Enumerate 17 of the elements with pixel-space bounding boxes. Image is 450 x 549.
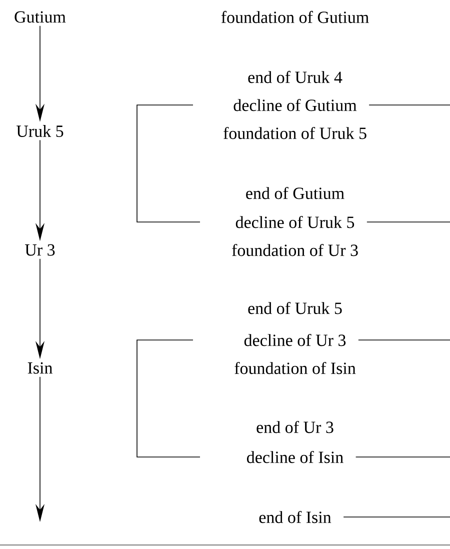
event-text: end of Gutium <box>246 186 344 200</box>
event-text: end of Ur 3 <box>256 420 334 434</box>
period-name: Ur 3 <box>25 244 55 256</box>
event-text: foundation of Gutium <box>221 10 369 24</box>
event-text: decline of Ur 3 <box>244 334 346 346</box>
event-text: end of Uruk 4 <box>248 70 342 84</box>
event-text: end of Isin <box>259 510 332 524</box>
period-name: Uruk 5 <box>16 125 64 137</box>
event-text: end of Uruk 5 <box>248 302 342 314</box>
event-text: foundation of Isin <box>234 362 356 374</box>
period-name: Gutium <box>14 11 66 23</box>
event-text: decline of Gutium <box>234 98 357 112</box>
event-text: decline of Uruk 5 <box>236 216 354 228</box>
event-text: decline of Isin <box>247 450 344 464</box>
event-text: foundation of Uruk 5 <box>224 126 366 140</box>
period-name: Isin <box>28 362 52 374</box>
event-text: foundation of Ur 3 <box>232 244 358 256</box>
